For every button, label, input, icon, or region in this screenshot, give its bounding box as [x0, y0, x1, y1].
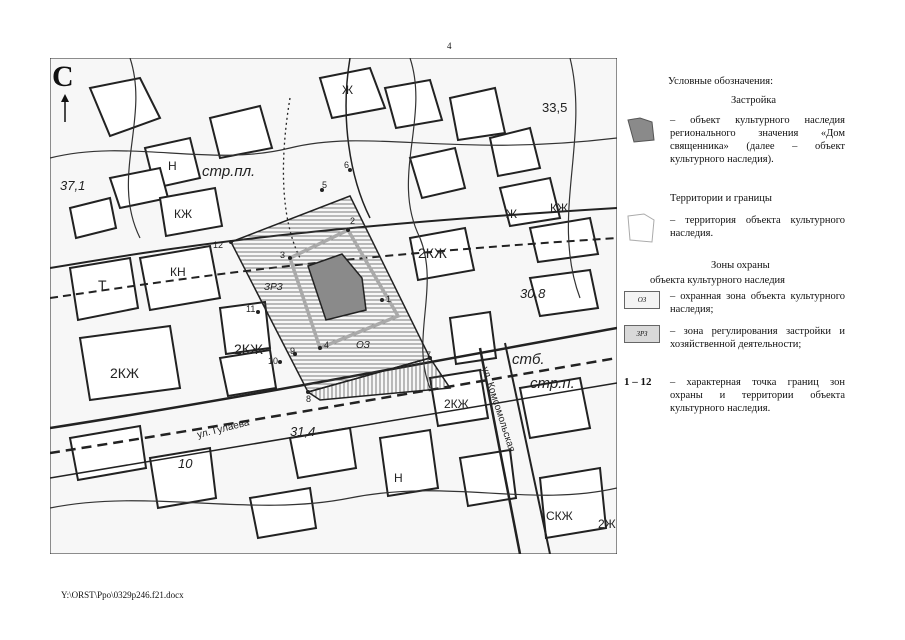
building-code: КН [170, 265, 186, 279]
legend-section-zones-line1: Зоны охраны [711, 260, 770, 271]
legend-territory-text: – территория объекта культурного наследи… [670, 215, 845, 239]
oz-zone [306, 357, 452, 401]
building-code: 2КЖ [234, 341, 263, 357]
structure-mark: стр.пл. [202, 163, 255, 180]
territory-symbol [627, 213, 655, 243]
north-arrow-icon [61, 94, 69, 122]
building-code: 2КЖ [444, 397, 469, 411]
building-code: КЖ [174, 207, 192, 221]
building-code: КЖ [550, 201, 568, 215]
legend-heritage-object-text: – объект культурного наследия региональн… [670, 115, 845, 165]
legend-section-territories: Территории и границы [670, 193, 772, 204]
elevation-label: 30,8 [520, 286, 546, 301]
extra-mark: 10 [178, 456, 193, 471]
building-code: Ж [342, 83, 353, 97]
elevation-label: 31,4 [290, 424, 315, 439]
point-label: 7 [426, 350, 431, 360]
building-code: Н [168, 159, 177, 173]
building-code: 2Ж [598, 517, 616, 531]
building-code: 2КЖ [110, 365, 139, 381]
structure-mark: стб. [512, 351, 545, 368]
point-label: 3 [280, 250, 285, 260]
point-label: 12 [213, 240, 223, 250]
oz-swatch: ОЗ [624, 291, 660, 309]
building-code: Т [98, 277, 107, 293]
point-label: 5 [322, 180, 327, 190]
zone-label-oz: ОЗ [356, 340, 370, 351]
point-label: 2 [350, 216, 355, 226]
legend-section-zones-line2: объекта культурного наследия [650, 275, 785, 286]
legend-points-text: – характерная точка границ зон охраны и … [670, 377, 845, 414]
zrz-swatch: ЗРЗ [624, 325, 660, 343]
point-label: 6 [344, 160, 349, 170]
cadastral-map: 33,5 37,1 30,8 31,4 ул. Гулаева ул. Комс… [50, 58, 617, 554]
point-label: 1 [386, 294, 391, 304]
points-range: 1 – 12 [624, 376, 652, 388]
point-label: 8 [306, 394, 311, 404]
file-path: Y:\ORST\Ppo\0329p246.f21.docx [61, 590, 184, 600]
heritage-object-symbol [627, 117, 655, 143]
page-number: 4 [447, 41, 452, 51]
point-label: 10 [268, 356, 278, 366]
legend-oz-text: – охранная зона объекта культурного насл… [670, 291, 845, 315]
heritage-object [307, 253, 367, 321]
legend-title: Условные обозначения: [668, 76, 774, 87]
heritage-territory [287, 227, 401, 351]
building-code: Н [394, 471, 403, 485]
point-label: 9 [290, 346, 295, 356]
building-code: СКЖ [546, 509, 573, 523]
elevation-label: 33,5 [542, 100, 567, 115]
north-letter: С [52, 60, 74, 93]
structure-mark: стр.п. [530, 375, 575, 392]
zone-label-zrz: ЗРЗ [264, 282, 283, 293]
elevation-label: 37,1 [60, 178, 85, 193]
building-code: 2КЖ [418, 245, 447, 261]
point-label: 11 [246, 304, 255, 314]
legend-zrz-text: – зона регулирования застройки и хозяйст… [670, 326, 845, 350]
contour-lines [50, 58, 617, 509]
legend-section-building: Застройка [731, 95, 777, 106]
point-label: 4 [324, 340, 329, 350]
building-code: Ж [506, 207, 517, 221]
boundary-points [229, 168, 432, 394]
